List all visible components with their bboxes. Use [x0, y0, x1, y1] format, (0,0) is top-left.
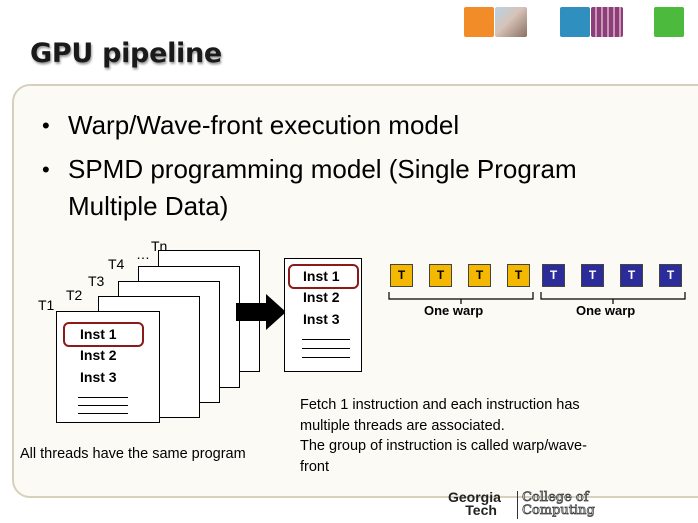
- logo-divider: [517, 491, 518, 519]
- warp1-label: One warp: [424, 303, 484, 318]
- decor-green-square: [654, 7, 684, 37]
- thread-label-ellipsis: …: [136, 246, 150, 262]
- note-line: multiple threads are associated.: [300, 417, 505, 434]
- warp1-brace: [388, 292, 534, 304]
- decor-blue-square: [560, 7, 590, 37]
- logo-text: Georgia: [448, 489, 501, 505]
- code-line: [78, 413, 128, 414]
- code-line: [78, 397, 128, 398]
- code-line: [78, 405, 128, 406]
- note-line: Fetch 1 instruction and each instruction…: [300, 397, 580, 413]
- code-line: [302, 348, 350, 349]
- threads-caption: All threads have the same program: [20, 446, 246, 462]
- warp2-brace: [540, 292, 686, 304]
- note-line: The group of instruction is called warp/…: [300, 438, 587, 454]
- thread-label-t2: T2: [66, 287, 83, 303]
- current-instruction-highlight: [63, 322, 144, 347]
- bullet-dot: •: [42, 113, 50, 138]
- warp2-thread-cell: T: [620, 264, 643, 287]
- logo-text: Computing: [522, 503, 596, 518]
- thread-inst-1: Inst 1: [80, 326, 117, 342]
- page-title: GPU pipeline: [30, 38, 222, 69]
- decor-photo-thumbnail: [495, 7, 527, 37]
- thread-label-t1: T1: [38, 297, 55, 313]
- warp1-thread-cell: T: [468, 264, 491, 287]
- thread-label-t4: T4: [108, 256, 125, 272]
- warp1-thread-cell: T: [390, 264, 413, 287]
- college-of-computing-logo: College of Computing: [522, 490, 596, 518]
- decor-orange-square: [464, 7, 494, 37]
- bullet-text: Multiple Data): [68, 191, 229, 221]
- explanation-note: Fetch 1 instruction and each instruction…: [300, 395, 587, 477]
- warp2-thread-cell: T: [542, 264, 565, 287]
- thread-label-t3: T3: [88, 273, 105, 289]
- bullet-text: SPMD programming model (Single Program: [68, 154, 577, 184]
- right-arrow-icon: [236, 294, 286, 330]
- warp2-thread-cell: T: [659, 264, 682, 287]
- code-line: [302, 339, 350, 340]
- code-line: [302, 357, 350, 358]
- bullet-dot: •: [42, 157, 50, 182]
- program-inst-3: Inst 3: [303, 311, 340, 327]
- program-sheet: [284, 258, 362, 372]
- warp1-thread-cell: T: [507, 264, 530, 287]
- bullet-text: Warp/Wave-front execution model: [68, 110, 460, 140]
- warp2-label: One warp: [576, 303, 636, 318]
- program-inst-2: Inst 2: [303, 289, 340, 305]
- thread-inst-3: Inst 3: [80, 369, 117, 385]
- note-line: front: [300, 458, 330, 475]
- warp2-thread-cell: T: [581, 264, 604, 287]
- georgia-tech-logo: Georgia Tech: [448, 489, 501, 518]
- thread-inst-2: Inst 2: [80, 347, 117, 363]
- logo-text: College of: [522, 490, 589, 505]
- thread-label-tn: Tn: [151, 238, 168, 254]
- warp1-thread-cell: T: [429, 264, 452, 287]
- program-inst-1: Inst 1: [303, 268, 340, 284]
- logo-text: Tech: [465, 502, 497, 518]
- decor-chip-thumbnail: [591, 7, 623, 37]
- fetched-instruction-highlight: [288, 264, 359, 289]
